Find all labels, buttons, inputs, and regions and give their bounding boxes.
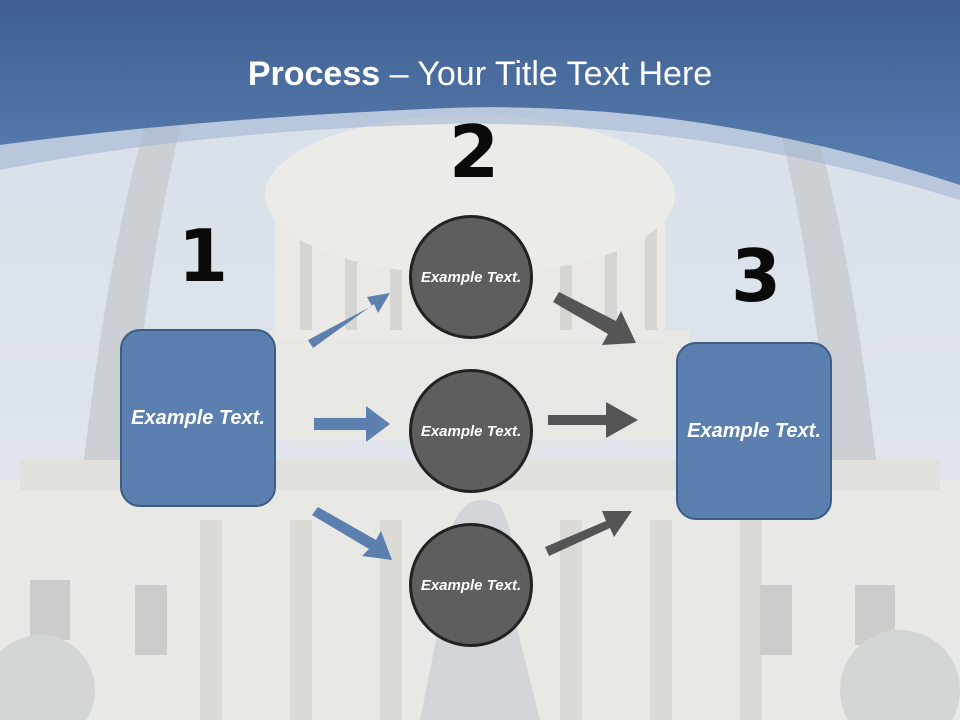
title-rest: – Your Title Text Here bbox=[380, 55, 713, 93]
arrow-gray-up bbox=[545, 511, 632, 556]
header-band bbox=[0, 0, 960, 185]
arrow-blue-up bbox=[308, 293, 390, 348]
step-number-1: 1 bbox=[178, 214, 229, 298]
box-left-text: Example Text. bbox=[131, 406, 265, 429]
step-number-2: 2 bbox=[449, 110, 500, 194]
circle-bottom-text: Example Text. bbox=[420, 576, 522, 594]
box-right: Example Text. bbox=[676, 342, 832, 520]
slide-title: Process – Your Title Text Here bbox=[0, 52, 960, 96]
arrow-blue-down bbox=[312, 507, 392, 560]
title-bold: Process bbox=[247, 55, 381, 93]
arrow-gray-down bbox=[553, 292, 636, 345]
circle-middle: Example Text. bbox=[409, 369, 533, 493]
box-left: Example Text. bbox=[120, 329, 276, 507]
step-number-3: 3 bbox=[731, 234, 782, 318]
circle-bottom: Example Text. bbox=[409, 523, 533, 647]
box-right-text: Example Text. bbox=[687, 419, 821, 442]
arrow-gray-right bbox=[548, 402, 638, 438]
circle-top: Example Text. bbox=[409, 215, 533, 339]
circle-middle-text: Example Text. bbox=[420, 422, 522, 440]
header-sweep bbox=[0, 107, 960, 200]
circle-top-text: Example Text. bbox=[420, 268, 522, 286]
arrow-blue-right bbox=[314, 406, 390, 442]
